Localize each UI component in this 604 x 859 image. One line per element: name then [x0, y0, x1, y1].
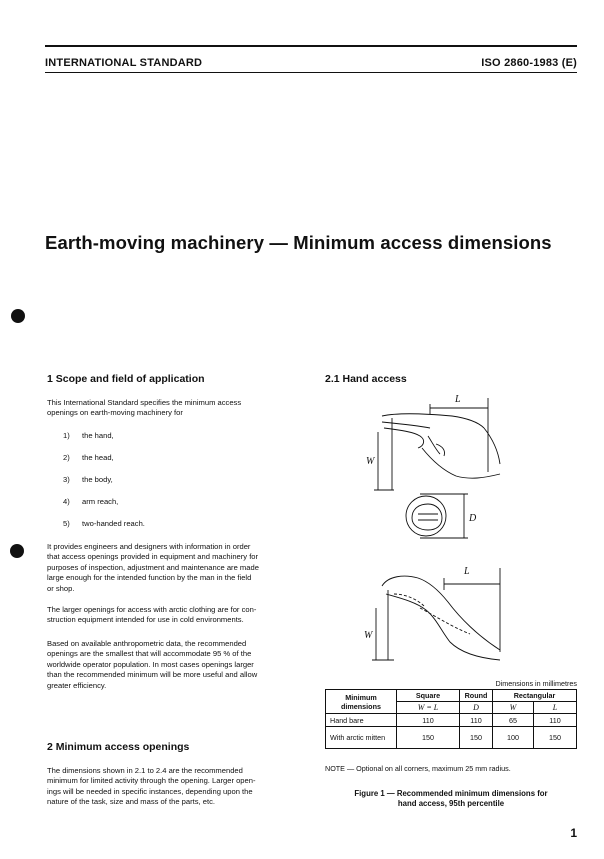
table-cell: Hand bare: [325, 713, 397, 727]
round-opening-circle: [405, 495, 447, 537]
list-item: 1) the hand,: [63, 431, 114, 440]
table-header-row: Minimum dimensions Square Round Rectangu…: [325, 689, 577, 714]
mitten-outline-lower: [385, 593, 501, 661]
mitten-hidden-line: [419, 607, 471, 635]
text-line: nature of the task, size and mass of the…: [47, 797, 215, 807]
text-line: The dimensions shown in 2.1 to 2.4 are t…: [47, 766, 243, 775]
hand-finger-line: [381, 421, 431, 429]
list-number: 4): [63, 497, 70, 506]
caption-line: Figure 1 — Recommended minimum dimension…: [354, 789, 548, 798]
text-line: It provides engineers and designers with…: [47, 542, 251, 551]
document-title: Earth-moving machinery — Minimum access …: [45, 232, 552, 253]
text-line: purposes of inspection, adjustment and m…: [47, 562, 259, 572]
section-2-heading: 2 Minimum access openings: [47, 741, 190, 753]
hand-finger-line: [383, 427, 425, 449]
list-text: the head,: [82, 453, 114, 462]
text-line: The larger openings for access with arct…: [47, 605, 257, 614]
dimension-label-d: D: [468, 513, 477, 524]
caption-line: hand access, 95th percentile: [397, 799, 505, 808]
table-cell: 110: [459, 713, 493, 727]
section-1-intro: This International Standard specifies th…: [47, 398, 307, 419]
list-text: the hand,: [82, 431, 114, 440]
table-subheader-row: W = L D W L: [326, 701, 577, 714]
header-left: INTERNATIONAL STANDARD: [45, 57, 203, 69]
text-line: openings on earth-moving machinery for: [47, 408, 183, 418]
dimension-label-l: L: [463, 566, 470, 577]
table-cell: 110: [396, 713, 460, 727]
margin-dot: [11, 309, 25, 323]
table-cell: 65: [492, 713, 534, 727]
hand-palm-line: [421, 447, 501, 479]
table-units: Dimensions in millimetres: [495, 679, 577, 688]
list-number: 2): [63, 453, 70, 462]
page-number: 1: [570, 826, 577, 840]
text-line: struction equipment intended for use in …: [47, 615, 244, 625]
figure-caption: Figure 1 — Recommended minimum dimension…: [325, 789, 577, 809]
section-1-paragraph-3: The larger openings for access with arct…: [47, 605, 312, 626]
table-header-cell: Round: [459, 689, 493, 702]
table-cell: 100: [492, 726, 534, 749]
table-cell: 150: [533, 726, 577, 749]
header-rule: [45, 72, 577, 73]
hand-outline-upper: [381, 413, 485, 429]
dimension-label-l: L: [454, 394, 461, 405]
dimension-label-w: W: [364, 630, 374, 641]
table-cell: 110: [533, 713, 577, 727]
top-rule: [45, 45, 577, 47]
text-line: or shop.: [47, 583, 75, 593]
list-item: 4) arm reach,: [63, 497, 118, 506]
table-header-cell: Minimum dimensions: [325, 689, 397, 714]
section-1-paragraph-4: Based on available anthropometric data, …: [47, 639, 312, 691]
text-line: large enough for the intended function b…: [47, 573, 252, 583]
table-cell: 150: [396, 726, 460, 749]
hand-wrist-line: [483, 427, 501, 465]
table-row: With arctic mitten 150 150 100 150: [325, 726, 577, 749]
table-header-cell: Square: [396, 689, 460, 702]
table-subheader-cell: L: [533, 701, 577, 714]
text-line: worldwide operator population. In most c…: [47, 659, 254, 669]
list-item: 5) two-handed reach.: [63, 519, 145, 528]
list-text: two-handed reach.: [82, 519, 145, 528]
dimension-label-w: W: [366, 456, 376, 467]
text-line: openings are the smallest that will acco…: [47, 649, 252, 659]
section-2-1-heading: 2.1 Hand access: [325, 373, 407, 385]
mitten-outline-upper: [381, 575, 501, 651]
list-text: the body,: [82, 475, 113, 484]
text-line: than the recommended minimum will be mor…: [47, 670, 258, 680]
fist-finger-lines: [418, 513, 438, 521]
hand-thumb-line: [427, 435, 441, 455]
mitten-hidden-line: [393, 593, 425, 607]
list-number: 3): [63, 475, 70, 484]
text-line: greater efficiency.: [47, 680, 107, 690]
table-note: NOTE — Optional on all corners, maximum …: [325, 764, 511, 773]
table-cell: 150: [459, 726, 493, 749]
list-number: 5): [63, 519, 70, 528]
dimensions-table: Minimum dimensions Square Round Rectangu…: [325, 689, 577, 749]
text-line: This International Standard specifies th…: [47, 398, 242, 407]
list-text: arm reach,: [82, 497, 119, 506]
fist-outline: [411, 503, 443, 531]
list-item: 3) the body,: [63, 475, 113, 484]
list-number: 1): [63, 431, 70, 440]
hand-thumb-line: [435, 443, 445, 457]
margin-dot: [10, 544, 24, 558]
table-subheader-cell: W: [492, 701, 534, 714]
table-header-cell: Rectangular: [492, 689, 577, 702]
table-subheader-cell: W = L: [396, 701, 460, 714]
table-row: Hand bare 110 110 65 110: [325, 713, 577, 727]
text-line: minimum for limited activity through the…: [47, 776, 256, 786]
text-line: Based on available anthropometric data, …: [47, 639, 247, 648]
section-2-paragraph: The dimensions shown in 2.1 to 2.4 are t…: [47, 766, 312, 808]
text-line: ings will be needed in specific instance…: [47, 786, 253, 796]
section-1-paragraph-2: It provides engineers and designers with…: [47, 542, 312, 594]
header-right: ISO 2860-1983 (E): [481, 57, 577, 69]
table-cell: With arctic mitten: [325, 726, 397, 749]
text-line: that access openings provided in equipme…: [47, 552, 259, 562]
table-subheader-cell: D: [459, 701, 493, 714]
list-item: 2) the head,: [63, 453, 114, 462]
section-1-heading: 1 Scope and field of application: [47, 373, 205, 385]
hand-access-figure: L W D L W: [364, 394, 501, 661]
